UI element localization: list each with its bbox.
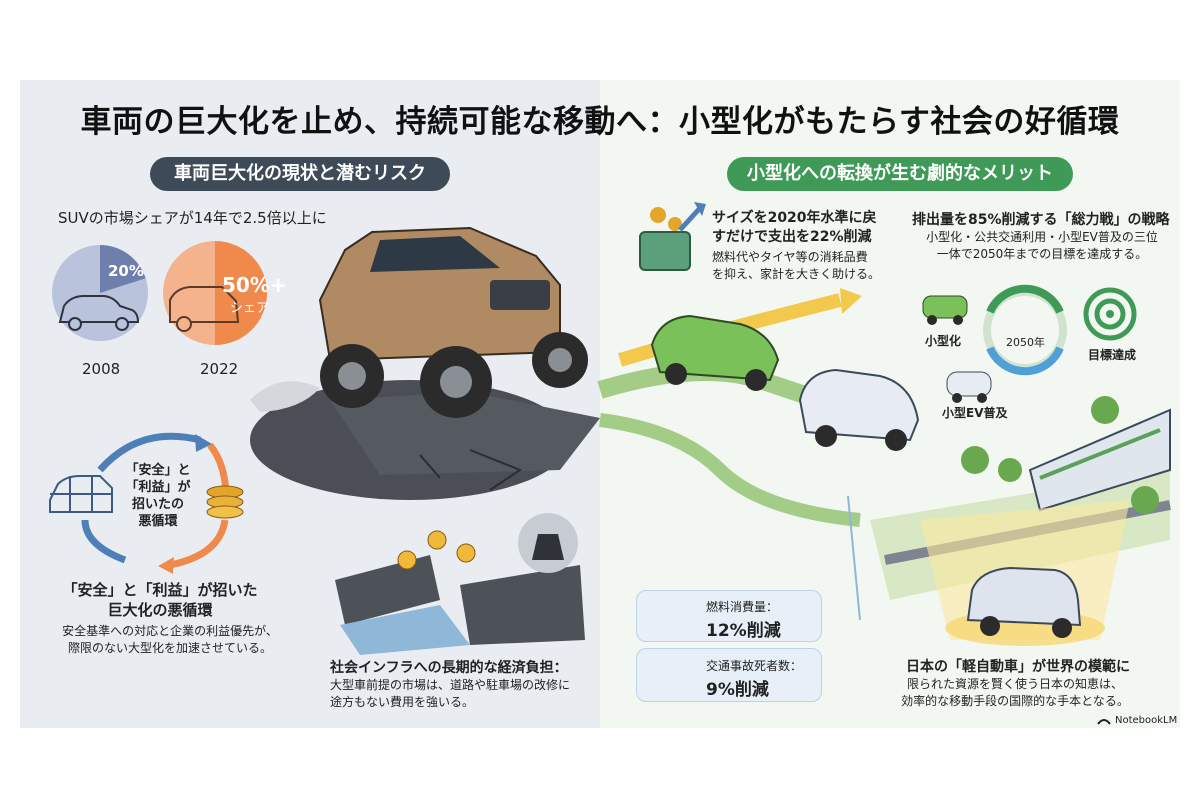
trees-illustration <box>961 396 1159 514</box>
cycle-heading: 「安全」と「利益」が招いた 巨大化の悪循環 <box>40 580 280 620</box>
stat-card-fuel <box>636 590 822 642</box>
coins-icon <box>206 485 244 519</box>
cost-heading-line: サイズを2020年水準に戻 <box>712 210 877 226</box>
emissions-label-ev: 小型EV普及 <box>942 406 1008 420</box>
brand-label: NotebookLM <box>1115 715 1178 726</box>
cost-description-line: を抑え、家計を大きく助ける。 <box>712 267 881 281</box>
pie-chart-2008 <box>52 245 148 341</box>
pie-2022-label: 50%+ <box>222 273 287 297</box>
emissions-label-year: 2050年 <box>1006 336 1045 349</box>
notebooklm-logo-icon <box>1097 719 1111 725</box>
pie-2022-sublabel: シェア <box>230 301 270 316</box>
cycle-heading-line: 巨大化の悪循環 <box>107 601 213 619</box>
infrastructure-description-line: 途方もない費用を強いる。 <box>330 695 475 709</box>
emissions-label-goal: 目標達成 <box>1088 348 1137 362</box>
stat-label: 燃料消費量： <box>706 600 779 614</box>
kei-heading: 日本の「軽自動車」が世界の模範に <box>906 659 1130 675</box>
stat-value: 12%削減 <box>706 621 781 641</box>
small-car-icon <box>922 295 968 325</box>
stat-card-accidents <box>636 648 822 702</box>
cycle-description-line: 安全基準への対応と企業の利益優先が、 <box>62 624 278 638</box>
cycle-description-line: 際限のない大型化を加速させている。 <box>67 641 272 655</box>
pie-2022-year: 2022 <box>200 360 239 378</box>
broken-bridge-illustration <box>335 513 585 655</box>
white-ev-illustration <box>798 368 920 451</box>
emissions-heading: 排出量を85%削減する「総力戦」の戦略 <box>912 212 1170 228</box>
suv-share-caption: SUVの市場シェアが14年で2.5倍以上に <box>58 209 327 227</box>
cost-heading: サイズを2020年水準に戻 すだけで支出を22%削減 <box>712 209 877 247</box>
small-ev-icon <box>946 371 992 403</box>
left-section-heading: 車両巨大化の現状と潜むリスク <box>150 157 450 191</box>
page-title: 車両の巨大化を止め、持続可能な移動へ：小型化がもたらす社会の好循環 <box>80 104 1120 140</box>
stat-label: 交通事故死者数： <box>706 659 803 673</box>
kei-description: 限られた資源を賢く使う日本の知恵は、 効率的な移動手段の国際的な手本となる。 <box>870 676 1160 710</box>
wallet-icon <box>639 202 706 271</box>
car-icon <box>58 295 140 331</box>
cycle-heading-line: 「安全」と「利益」が招いた <box>62 581 258 599</box>
kei-description-line: 限られた資源を賢く使う日本の知恵は、 <box>906 677 1123 691</box>
kei-car-spotlight <box>920 500 1130 646</box>
target-icon <box>1083 287 1137 341</box>
infrastructure-heading: 社会インフラへの長期的な経済負担： <box>330 660 568 676</box>
cycle-center-text: 「安全」と 「利益」が 招いたの 悪循環 <box>118 462 198 530</box>
cycle-center-line: 招いたの <box>131 497 184 512</box>
cycle-diagram <box>49 432 244 574</box>
emissions-description-line: 一体で2050年までの目標を達成する。 <box>936 247 1148 261</box>
green-car-illustration <box>650 314 780 391</box>
train-illustration <box>1028 408 1171 512</box>
emissions-label-small: 小型化 <box>925 334 962 348</box>
infrastructure-description: 大型車前提の市場は、道路や駐車場の改修に 途方もない費用を強いる。 <box>330 677 570 711</box>
infrastructure-description-line: 大型車前提の市場は、道路や駐車場の改修に <box>330 678 571 692</box>
car-frame-icon <box>49 475 113 513</box>
pie-2008-year: 2008 <box>82 360 121 378</box>
emissions-description-line: 小型化・公共交通利用・小型EV普及の三位 <box>926 230 1158 244</box>
cost-description: 燃料代やタイヤ等の消耗品費 を抑え、家計を大きく助ける。 <box>712 249 880 283</box>
pie-chart-2022 <box>163 241 267 345</box>
kei-description-line: 効率的な移動手段の国際的な手本となる。 <box>901 694 1129 708</box>
weight-icon <box>532 534 564 560</box>
cycle-center-line: 「利益」が <box>125 480 191 495</box>
right-section-heading: 小型化への転換が生む劇的なメリット <box>727 157 1073 191</box>
emissions-cycle-diagram <box>922 284 1137 403</box>
cycle-center-line: 悪循環 <box>138 514 178 529</box>
cycle-center-line: 「安全」と <box>125 463 191 478</box>
suv-icon <box>169 286 240 332</box>
cycle-description: 安全基準への対応と企業の利益優先が、 際限のない大型化を加速させている。 <box>40 623 300 657</box>
stat-value: 9%削減 <box>706 680 769 700</box>
emissions-description: 小型化・公共交通利用・小型EV普及の三位 一体で2050年までの目標を達成する。 <box>912 229 1172 263</box>
pie-2008-label: 20% <box>108 262 144 280</box>
cost-heading-line: すだけで支出を22%削減 <box>712 229 872 245</box>
cost-description-line: 燃料代やタイヤ等の消耗品費 <box>712 250 868 264</box>
large-suv-illustration <box>250 226 600 500</box>
